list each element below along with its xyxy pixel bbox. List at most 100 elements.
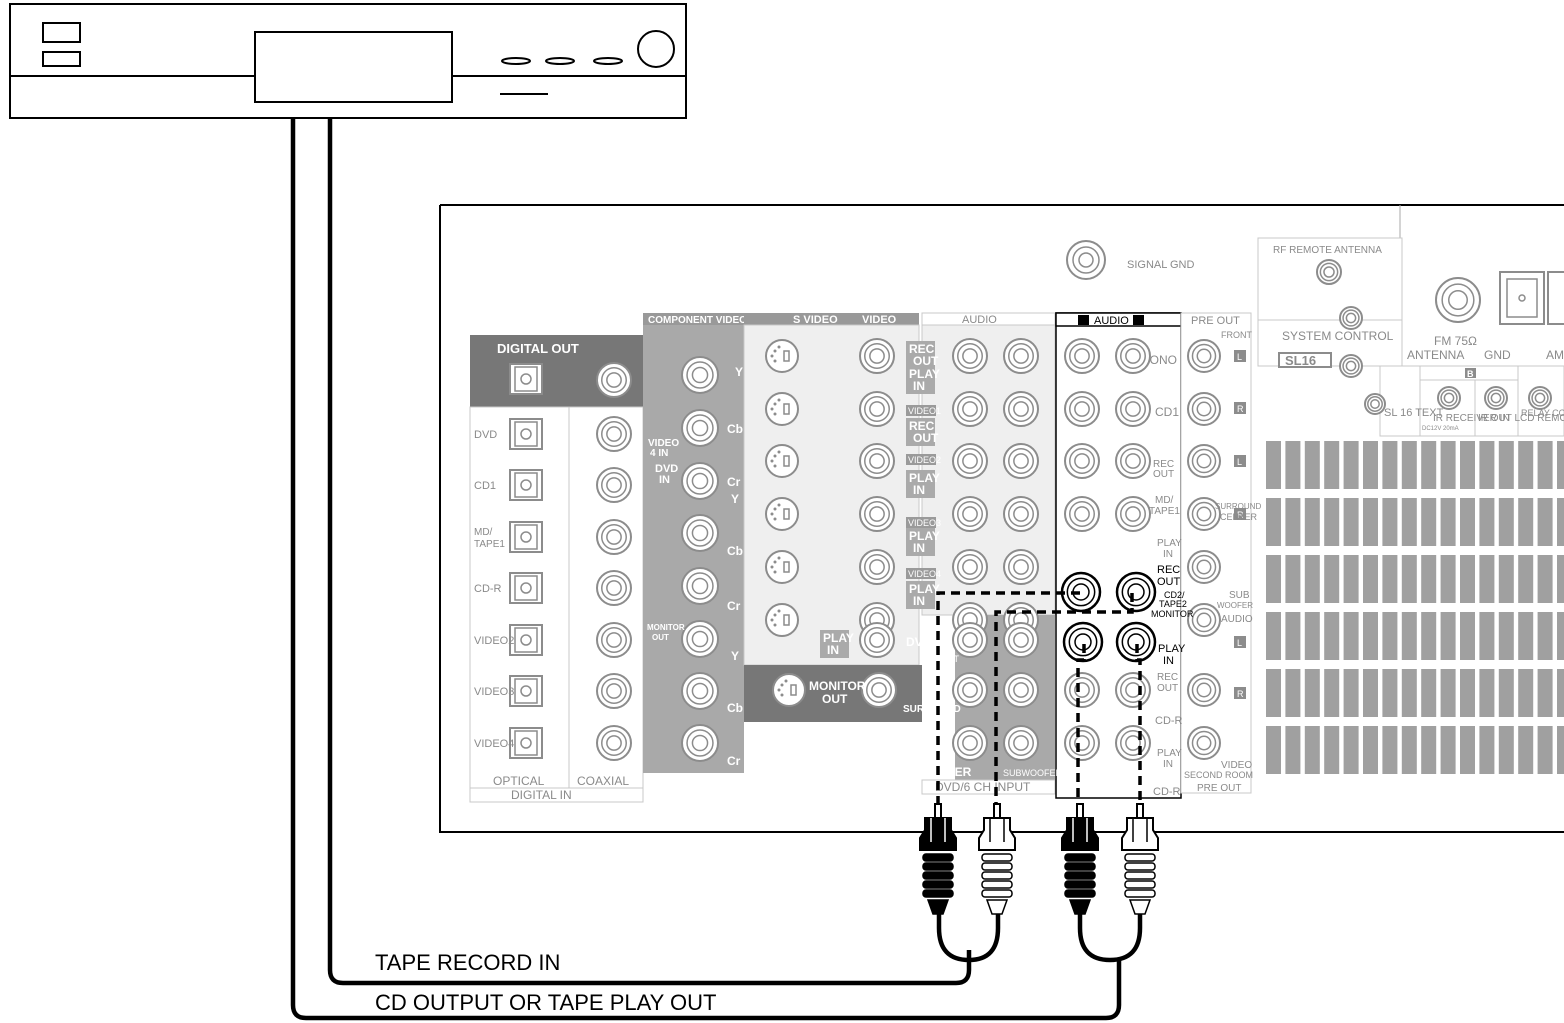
ir-receiver-label: IR RECEIVER IN [1433, 413, 1510, 424]
video-tag: VIDEO4 [906, 568, 941, 579]
component-channel-label: Cb [727, 544, 743, 558]
video-tag: VIDEO2 [906, 454, 941, 465]
grille-slot [1518, 498, 1534, 546]
svg-text:L: L [1237, 352, 1242, 362]
rca-jack [1115, 672, 1151, 708]
rca-jack [681, 462, 719, 500]
optical-jack [509, 675, 543, 707]
svg-text:L: L [1237, 457, 1242, 467]
pre-video-label: VIDEO [1221, 760, 1252, 771]
cables [290, 118, 1143, 1021]
monitor-out-label: MONITOR [809, 679, 866, 693]
rca-jack [1339, 354, 1363, 378]
cd2-rec-out-label: OUT [1157, 576, 1181, 588]
rca-jack [681, 514, 719, 552]
grille-slot [1498, 612, 1514, 660]
cdr-play-in-label: IN [1163, 759, 1173, 770]
grille-slot [1382, 555, 1398, 603]
component-channel-label: Cr [727, 599, 741, 613]
rca-jack [859, 338, 895, 374]
grille-slot [1421, 441, 1437, 489]
rca-jack [952, 443, 988, 479]
grille-slot [1304, 441, 1320, 489]
rca-jack [1064, 496, 1100, 532]
deck-button-icon [42, 51, 81, 67]
rca-jack [596, 519, 632, 555]
rca-jack [1003, 496, 1039, 532]
grille-slot [1440, 669, 1456, 717]
rca-jack [1187, 726, 1221, 760]
video-tag: VIDEO3 [906, 517, 941, 528]
rca-jack [952, 391, 988, 427]
am-label: AM [1546, 348, 1564, 362]
component-channel-label: Y [735, 365, 743, 379]
grille-slot [1440, 612, 1456, 660]
digital-row-label: CD1 [474, 480, 496, 492]
channel-badge: L [1234, 350, 1246, 362]
grille-slot [1324, 726, 1340, 774]
rca-jack-highlight [1060, 571, 1102, 613]
svg-text:R: R [1237, 689, 1244, 699]
second-room-label: SECOND ROOM [1184, 770, 1253, 780]
rca-jack [952, 496, 988, 532]
rca-jack [596, 362, 632, 398]
cd2-tape2-monitor-label: CD2/ [1164, 590, 1185, 600]
grille-slot [1343, 555, 1359, 603]
grille-slot [1518, 612, 1534, 660]
grille-slot [1401, 612, 1417, 660]
pre-out-label: PRE OUT [1191, 315, 1240, 327]
grille-slot [1460, 441, 1475, 489]
svg-text:REC: REC [909, 342, 935, 356]
grille-slot [1518, 555, 1534, 603]
grille-slot [1479, 726, 1495, 774]
rca-jack [1003, 338, 1039, 374]
channel-badge: L [1234, 455, 1246, 467]
grille-slot [1285, 555, 1301, 603]
rca-jack [1003, 725, 1039, 761]
rca-jack [1064, 725, 1100, 761]
md-tape1-label: TAPE1 [1149, 506, 1180, 517]
grille-slot [1440, 726, 1456, 774]
rca-jack [952, 672, 988, 708]
s-video-jack [765, 444, 799, 478]
rca-jack [1187, 497, 1221, 531]
grille-slot [1440, 555, 1456, 603]
sl16-text-label: SL 16 TEXT [1384, 407, 1444, 419]
video4-in-label: VIDEO [648, 438, 679, 449]
audio-header-label: AUDIO [1094, 315, 1129, 327]
grille-slot [1498, 555, 1514, 603]
rca-jack [859, 549, 895, 585]
surround-label: SURROUND [903, 704, 961, 715]
svg-text:R: R [1237, 510, 1244, 520]
signal-gnd-label: SIGNAL GND [1127, 259, 1194, 271]
grille-slot [1343, 726, 1359, 774]
audio-label: AUDIO [962, 314, 997, 326]
grille-slot [1304, 555, 1320, 603]
cd2-tape2-monitor-label: MONITOR [1151, 609, 1194, 619]
grille-slot [1285, 612, 1301, 660]
rec-out-label: OUT [1153, 469, 1174, 480]
channel-badge: R [1234, 687, 1246, 699]
audio-section: AUDIO DVD/6 CH INPUT [921, 312, 1056, 795]
rec-out-label: REC [1153, 459, 1174, 470]
svg-text:VIDEO4: VIDEO4 [908, 569, 941, 579]
grille-slot [1363, 498, 1378, 546]
pre-out-section: PRE OUT [1180, 312, 1252, 794]
optical-jack [509, 727, 543, 759]
grille-slot [1537, 726, 1553, 774]
grille-slot [1460, 669, 1475, 717]
grille-slot [1266, 612, 1281, 660]
coaxial-label: COAXIAL [577, 774, 629, 788]
cd2-tape2-monitor-label: TAPE2 [1159, 599, 1187, 609]
sub-woofer-label: WOOFER [1217, 601, 1253, 610]
digital-row-label: MD/ [474, 527, 493, 538]
grille-slot [1285, 669, 1301, 717]
dvd-label: DVD [906, 635, 932, 649]
grille-slot [1324, 555, 1340, 603]
grille-slot [1498, 498, 1514, 546]
svg-text:REC: REC [909, 419, 935, 433]
grille-slot [1537, 669, 1553, 717]
